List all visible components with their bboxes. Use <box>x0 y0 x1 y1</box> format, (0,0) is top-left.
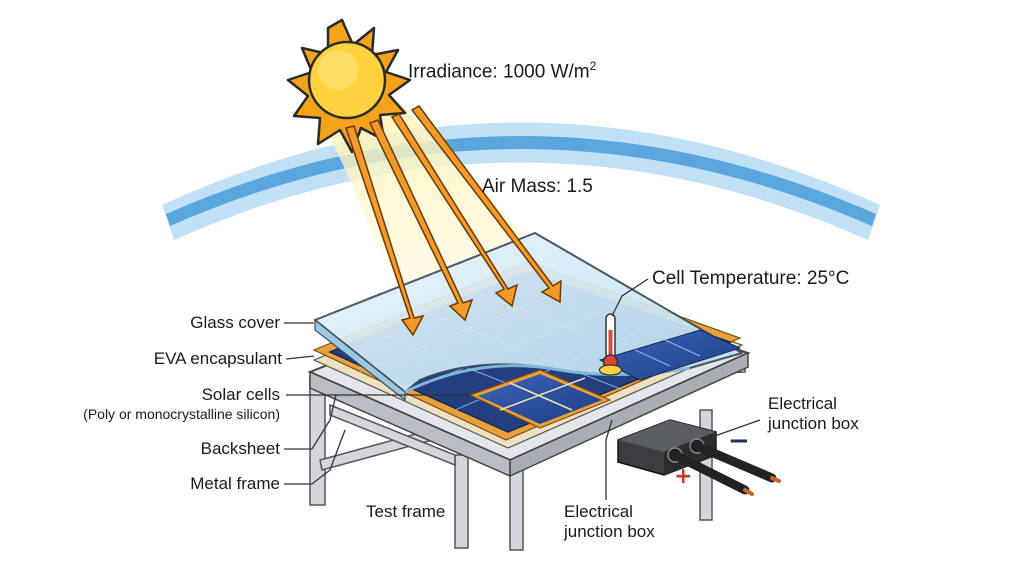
solar-cells-note: (Poly or monocrystalline silicon) <box>83 406 280 422</box>
test-frame-label: Test frame <box>366 502 445 522</box>
backsheet-label: Backsheet <box>201 439 280 459</box>
junction-box-right-line1: Electrical <box>768 394 859 414</box>
junction-box-right-label: Electrical junction box <box>768 394 859 433</box>
metal-frame-label: Metal frame <box>190 474 280 494</box>
junction-box-bottom-line1: Electrical <box>564 502 655 522</box>
junction-box-bottom-label: Electrical junction box <box>564 502 655 541</box>
irradiance-label: Irradiance: 1000 W/m2 <box>408 60 596 83</box>
irradiance-value: Irradiance: 1000 W/m <box>408 61 590 82</box>
positive-terminal-sign: + <box>674 466 692 488</box>
negative-terminal-sign: − <box>728 428 750 454</box>
junction-box-bottom-line2: junction box <box>564 522 655 542</box>
glass-cover-label: Glass cover <box>190 313 280 333</box>
solar-cells-label: Solar cells <box>202 385 280 405</box>
junction-box-right-line2: junction box <box>768 414 859 434</box>
cell-temperature-label: Cell Temperature: 25°C <box>652 268 849 290</box>
irradiance-superscript: 2 <box>590 59 597 73</box>
air-mass-label: Air Mass: 1.5 <box>482 176 593 198</box>
eva-encapsulant-label: EVA encapsulant <box>154 349 282 369</box>
